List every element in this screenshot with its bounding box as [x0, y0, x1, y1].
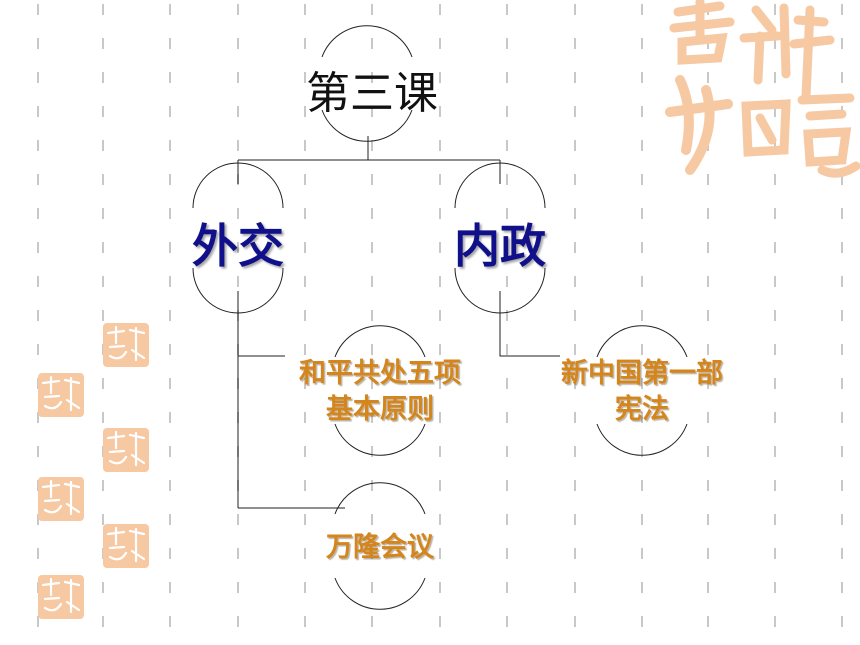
branch-domestic-label: 内政 [454, 219, 546, 273]
branch-foreign-label: 外交 [192, 219, 284, 273]
leaf-peace-line1: 和平共处五项 [299, 358, 461, 389]
small-seal-icon [38, 323, 149, 619]
leaf-bandung-top-arc [334, 482, 426, 515]
leaf-constitution-bottom-arc [596, 423, 688, 456]
leaf-peace-line2: 基本原则 [326, 394, 434, 425]
branch-foreign-top-arc [192, 162, 284, 209]
leaf-constitution-line1: 新中国第一部 [561, 358, 723, 389]
small-seal-glyph-marks [41, 325, 146, 614]
leaf-constitution-line2: 宪法 [615, 394, 669, 425]
connector-foreign-to-leaves [237, 291, 345, 509]
leaf-constitution-top-arc [596, 325, 688, 358]
leaf-first-constitution: 新中国第一部 宪法 [522, 356, 762, 428]
large-seal-icon [665, 0, 860, 178]
connector-root-to-branches [237, 136, 501, 184]
connector-domestic-to-leaf [499, 291, 560, 357]
root-node-label: 第三课 [306, 68, 438, 119]
branch-domestic-top-arc [454, 162, 546, 209]
root-node-bottom-arc [321, 109, 413, 142]
root-node-top-arc [321, 25, 413, 58]
leaf-peace-top-arc [334, 325, 426, 358]
leaf-peace-principles: 和平共处五项 基本原则 [260, 356, 500, 428]
leaf-bandung-conference: 万隆会议 [280, 530, 480, 566]
leaf-bandung-bottom-arc [334, 577, 426, 610]
leaf-bandung-line1: 万隆会议 [326, 532, 434, 563]
leaf-peace-bottom-arc [334, 423, 426, 456]
